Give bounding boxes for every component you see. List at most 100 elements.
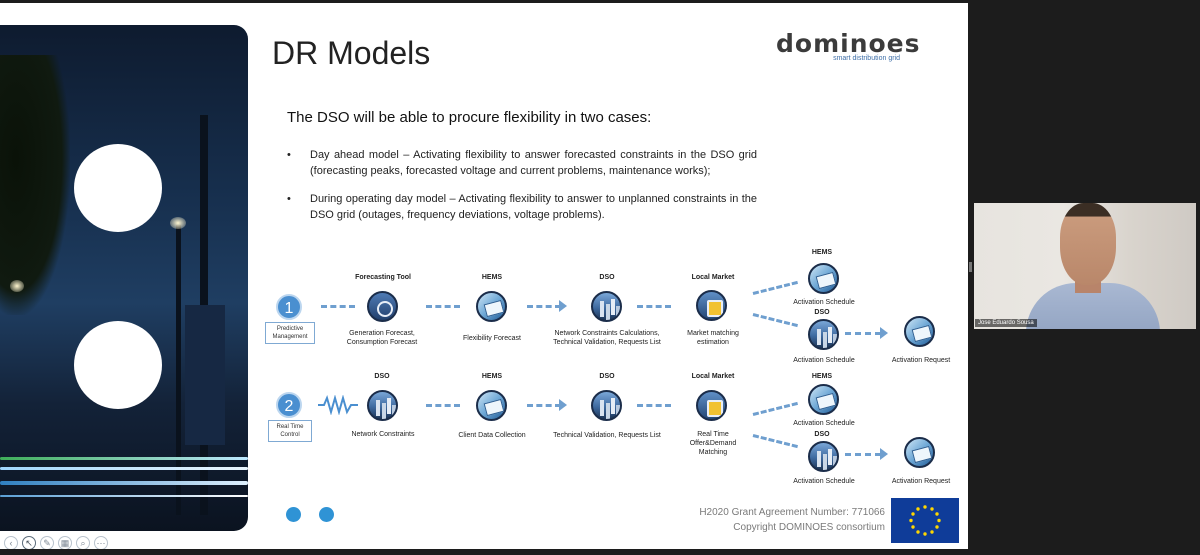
grant-number-text: H2020 Grant Agreement Number: 771066: [699, 507, 885, 518]
flow-dash: [637, 305, 671, 308]
output-label: Activation Schedule: [793, 420, 855, 427]
light-streak: [0, 457, 248, 460]
slide-nav-dot[interactable]: [319, 507, 334, 522]
arrowhead-icon: [880, 448, 888, 460]
output-label: Activation Request: [891, 357, 951, 364]
output-head: HEMS: [811, 373, 833, 380]
hems-icon: [904, 437, 935, 468]
dominoes-logo: dominoes smart distribution grid: [776, 29, 921, 63]
stage-label-line: Consumption Forecast: [346, 339, 418, 346]
output-label: Activation Request: [891, 478, 951, 485]
light-streak: [0, 481, 248, 485]
stage-label-line: Generation Forecast,: [349, 330, 415, 337]
participant-video-tile[interactable]: Jose Eduardo Sousa: [974, 203, 1196, 329]
stage-head: Local Market: [691, 373, 735, 380]
previous-slide-icon[interactable]: ‹: [4, 536, 18, 549]
stage-head: DSO: [374, 373, 390, 380]
market-icon: [696, 390, 727, 421]
stage-head: DSO: [599, 373, 615, 380]
stage-label: Generation Forecast, Consumption Forecast: [332, 329, 432, 347]
panel-resize-handle[interactable]: [969, 262, 972, 272]
arrowhead-icon: [559, 300, 567, 312]
flow-dash: [426, 404, 460, 407]
hems-icon: [808, 263, 839, 294]
stage-head: Local Market: [691, 274, 735, 281]
step-number-2: 2: [276, 392, 302, 418]
flow-arrow: [527, 404, 561, 407]
bullet-item: • During operating day model – Activating…: [287, 191, 757, 223]
more-options-icon[interactable]: ⋯: [94, 536, 108, 549]
flow-arrow: [527, 305, 561, 308]
predictive-management-box: Predictive Management: [265, 322, 315, 344]
hems-icon: [808, 384, 839, 415]
intro-text: The DSO will be able to procure flexibil…: [287, 109, 652, 126]
stage-head: DSO: [599, 274, 615, 281]
hems-icon: [476, 390, 507, 421]
refinery: [185, 305, 225, 445]
stage-label-line: Matching: [698, 449, 728, 456]
output-head: DSO: [814, 431, 830, 438]
stage-head: HEMS: [481, 373, 503, 380]
eu-flag-icon: [891, 498, 959, 543]
flow-arrow: [845, 332, 881, 335]
stage-label-line: Offer&Demand: [689, 440, 737, 447]
stage-label: Flexibility Forecast: [463, 335, 521, 342]
stage-head: HEMS: [481, 274, 503, 281]
light-streak: [0, 495, 248, 497]
bullet-list: • Day ahead model – Activating flexibilit…: [287, 147, 757, 235]
output-head: DSO: [814, 309, 830, 316]
pen-tool-icon[interactable]: ✎: [40, 536, 54, 549]
step-number-1: 1: [276, 294, 302, 320]
forecast-tool-icon: [367, 291, 398, 322]
slides-grid-icon[interactable]: ▦: [58, 536, 72, 549]
bullet-item: •Day ahead model – Activating flexibilit…: [287, 147, 757, 179]
stage-label: Client Data Collection: [458, 432, 526, 439]
stage-label: Market matching estimation: [672, 329, 754, 347]
output-head: HEMS: [811, 249, 833, 256]
eu-stars-icon: [909, 505, 941, 536]
logo-tagline: smart distribution grid: [833, 55, 900, 62]
tree-silhouette: [0, 55, 70, 315]
stage-label-line: Network Constraints Calculations,: [554, 330, 660, 337]
dso-city-icon: [808, 441, 839, 472]
white-circle-decoration: [74, 321, 162, 409]
logo-wordmark: dominoes: [776, 29, 921, 58]
slide-nav-dot[interactable]: [286, 507, 301, 522]
dso-city-icon: [808, 319, 839, 350]
real-time-control-box: Real Time Control: [268, 420, 312, 442]
bullet-text: During operating day model – Activating …: [310, 193, 757, 221]
slide-title: DR Models: [272, 35, 431, 71]
street-light: [10, 280, 24, 292]
flow-dash: [637, 404, 671, 407]
bullet-symbol: •: [287, 193, 291, 205]
copyright-text: Copyright DOMINOES consortium: [733, 522, 885, 533]
stage-label: Network Constraints: [351, 431, 415, 438]
zoom-icon[interactable]: ⌕: [76, 536, 90, 549]
arrowhead-icon: [880, 327, 888, 339]
stage-label-line: estimation: [697, 339, 729, 346]
flow-arrow: [752, 313, 798, 328]
pointer-tool-icon[interactable]: ↖: [22, 536, 36, 549]
white-circle-decoration: [74, 144, 162, 232]
stage-head: Forecasting Tool: [355, 274, 411, 281]
market-icon: [696, 290, 727, 321]
dso-city-icon: [591, 291, 622, 322]
flow-arrow: [752, 434, 798, 449]
person-head: [1060, 203, 1116, 285]
hems-icon: [476, 291, 507, 322]
stage-label-line: Technical Validation, Requests List: [553, 339, 661, 346]
stage-label-line: Real Time: [697, 431, 729, 438]
stage-label-line: Market matching: [687, 330, 739, 337]
flow-arrow: [752, 280, 798, 295]
output-label: Activation Schedule: [793, 357, 855, 364]
participant-name-label: Jose Eduardo Sousa: [975, 319, 1037, 327]
slide-controls: ‹ ↖ ✎ ▦ ⌕ ⋯: [0, 535, 108, 549]
dso-city-icon: [591, 390, 622, 421]
wave-signal-icon: [318, 395, 358, 415]
flow-arrow: [845, 453, 881, 456]
presentation-slide: DR Models dominoes smart distribution gr…: [0, 3, 968, 549]
bullet-text: Day ahead model – Activating flexibility…: [310, 149, 757, 177]
dso-city-icon: [367, 390, 398, 421]
